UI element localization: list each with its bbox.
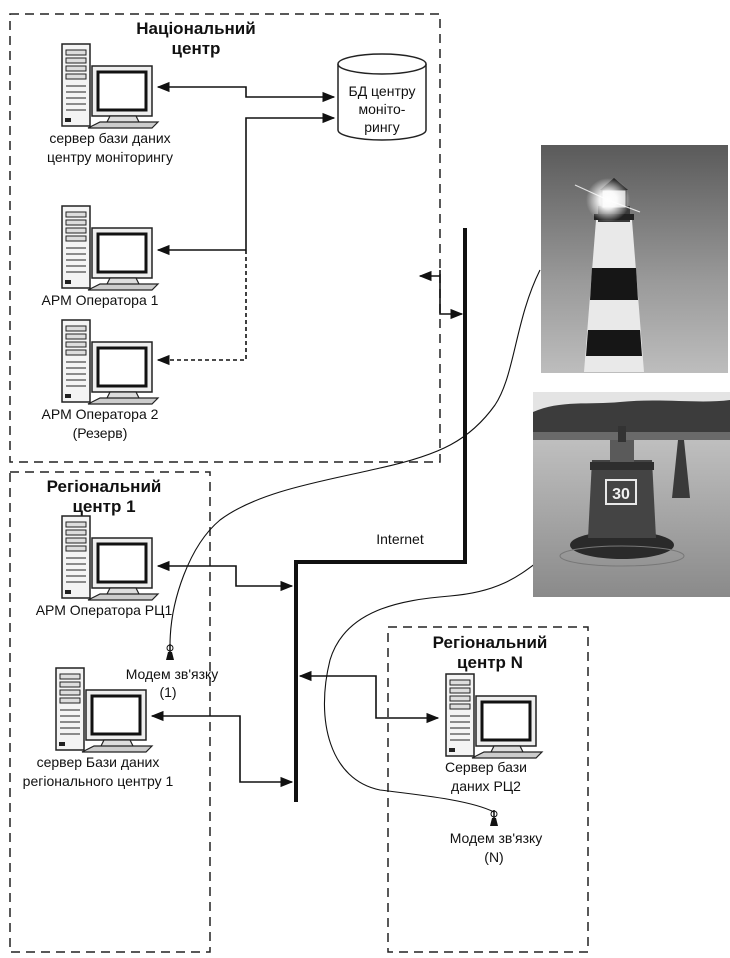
operator-1-computer-icon — [60, 204, 160, 292]
rc1-db-server-label-line2: регіонального центру 1 — [23, 773, 174, 789]
modem-n-label: Модем зв'язку — [450, 830, 543, 846]
national-center-title-line2: центр — [172, 39, 221, 58]
wireless-links — [169, 269, 541, 813]
operator-rc1-computer-icon — [60, 514, 160, 602]
regional-center-1-title-line2: центр 1 — [72, 497, 135, 516]
modem-1-label: Модем зв'язку — [126, 666, 219, 682]
operator-2-computer-icon — [60, 318, 160, 406]
regional-center-n-title: Регіональний — [433, 633, 548, 652]
db-server-label: сервер бази даних — [49, 130, 170, 146]
modem-1-label-line2: (1) — [159, 684, 176, 700]
database-label-line3: рингу — [364, 119, 399, 135]
national-center-title: Національний — [136, 19, 255, 38]
modem-n-label-line2: (N) — [484, 849, 503, 865]
buoy-photo: 30 — [533, 392, 730, 597]
modem-n-antenna-icon — [489, 809, 499, 827]
rcn-db-server-label-line2: даних РЦ2 — [451, 778, 521, 794]
regional-center-n-title-line2: центр N — [457, 653, 523, 672]
db-server-computer-icon — [60, 42, 160, 130]
operator-2-label-line2: (Резерв) — [73, 425, 128, 441]
backbone-links — [150, 270, 464, 788]
lighthouse-photo — [541, 145, 728, 373]
rc1-db-server-label: сервер Бази даних — [37, 754, 160, 770]
db-server-label-line2: центру моніторингу — [47, 149, 173, 165]
database-icon — [337, 53, 427, 141]
rcn-db-server-label: Сервер бази — [445, 759, 527, 775]
internet-backbone — [294, 228, 467, 802]
national-center-links — [156, 81, 336, 366]
national-center-region — [9, 13, 441, 463]
operator-1-label: АРМ Оператора 1 — [42, 292, 159, 308]
database-label: БД центру — [349, 83, 416, 99]
regional-center-1-title: Регіональний — [47, 477, 162, 496]
rcn-db-server-computer-icon — [444, 672, 544, 760]
database-label-line2: моніто- — [359, 101, 406, 117]
operator-2-label: АРМ Оператора 2 — [42, 406, 159, 422]
internet-label: Internet — [376, 531, 424, 547]
regional-center-n-region — [387, 626, 589, 953]
operator-rc1-label: АРМ Оператора РЦ1 — [36, 602, 173, 618]
buoy-number: 30 — [612, 486, 630, 503]
modem-1-antenna-icon — [165, 643, 175, 661]
